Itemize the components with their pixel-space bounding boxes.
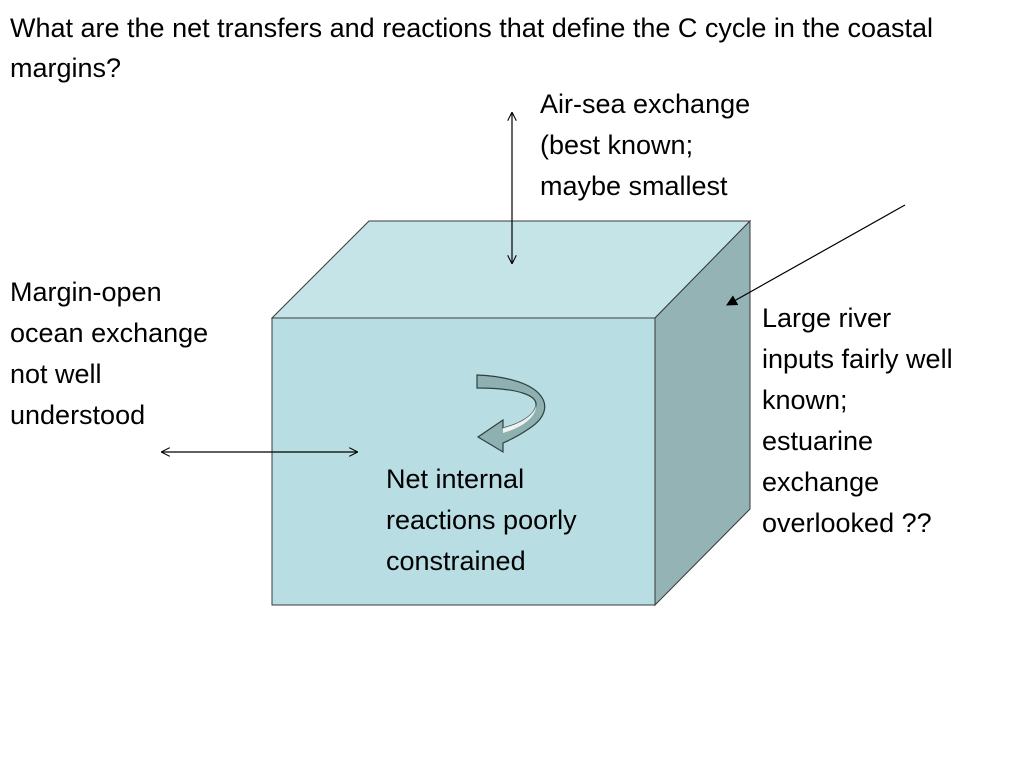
air-sea-exchange-label: Air-sea exchange (best known; maybe smal… bbox=[540, 89, 751, 201]
river-input-label: Large river inputs fairly well known; es… bbox=[762, 303, 953, 538]
box-front-face bbox=[271, 317, 656, 606]
internal-reactions-label: Net internal reactions poorly constraine… bbox=[386, 464, 577, 576]
curved-cycle-arrow-icon bbox=[476, 374, 546, 454]
river-input-arrow bbox=[726, 204, 906, 306]
curved-arrow-band bbox=[476, 374, 546, 454]
curved-arrow-highlight bbox=[503, 405, 537, 433]
margin-ocean-exchange-label: Margin-open ocean exchange not well unde… bbox=[10, 277, 209, 430]
slide-title: What are the net transfers and reactions… bbox=[10, 13, 934, 83]
